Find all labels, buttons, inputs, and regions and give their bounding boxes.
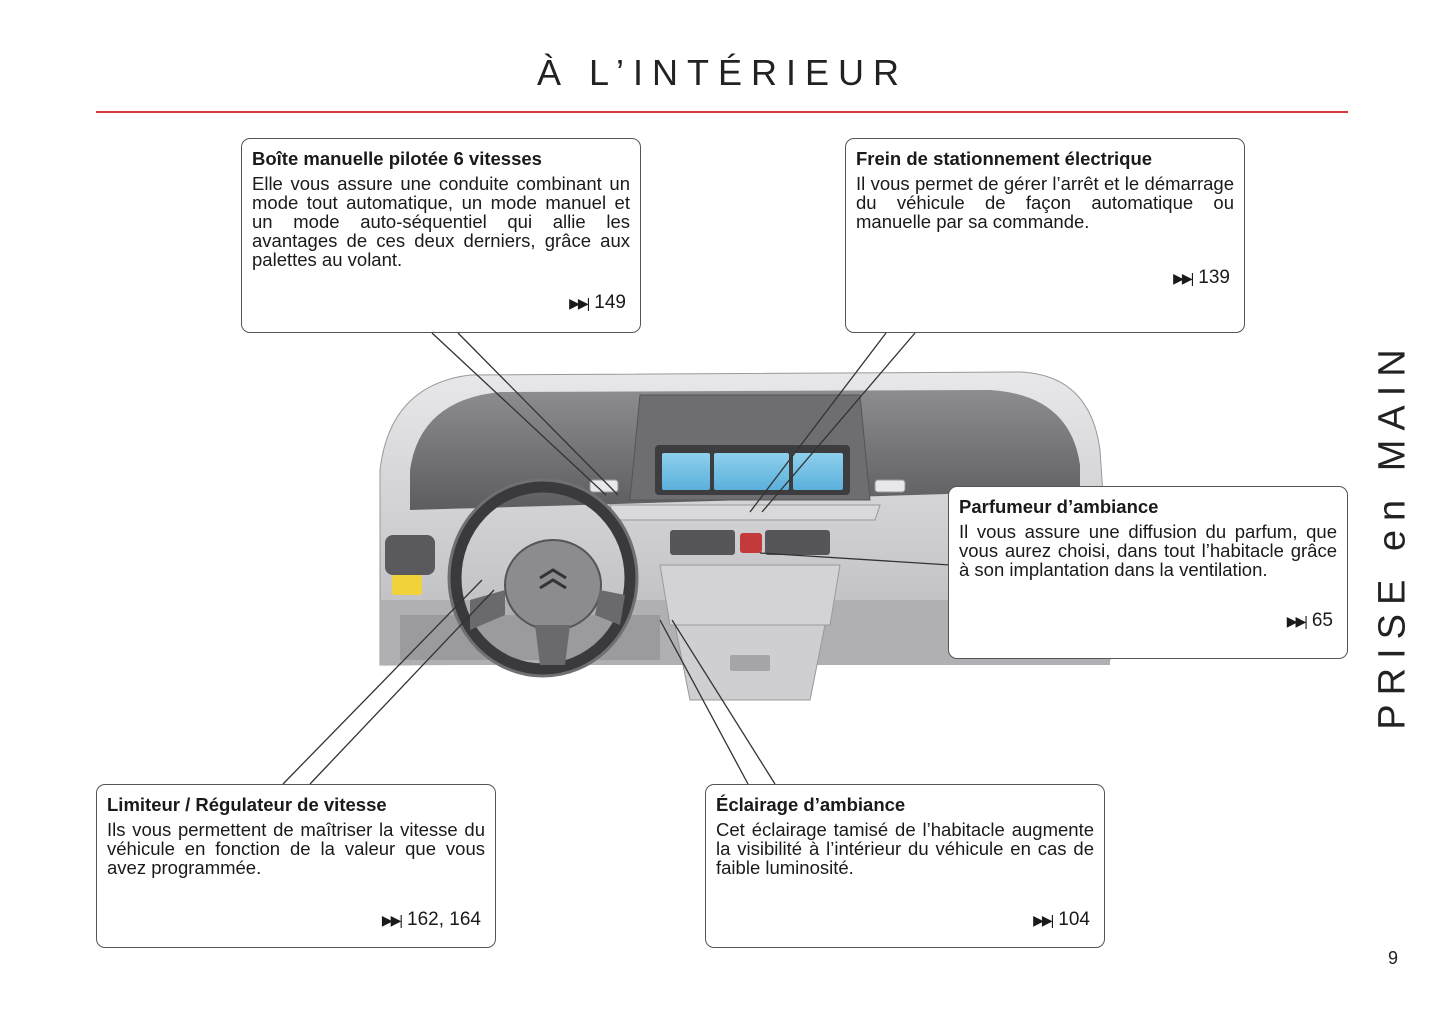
fast-forward-icon: ▶▶| — [381, 912, 403, 928]
callout-ambient-light: Éclairage d’ambiance Cet éclairage tamis… — [705, 784, 1105, 948]
fast-forward-icon: ▶▶| — [1173, 270, 1194, 286]
fast-forward-icon: ▶▶| — [569, 295, 590, 311]
callout-title: Parfumeur d’ambiance — [959, 496, 1159, 517]
page-title: À L’INTÉRIEUR — [536, 52, 909, 93]
section-tab-label: PRISE en MAIN — [1371, 340, 1414, 730]
callout-speed-limiter: Limiteur / Régulateur de vitesse Ils vou… — [96, 784, 496, 948]
fast-forward-icon: ▶▶| — [1033, 912, 1054, 928]
callout-text: Il vous permet de gérer l’arrêt et le dé… — [856, 173, 1234, 232]
page-number: 9 — [1388, 948, 1399, 968]
fast-forward-icon: ▶▶| — [1286, 613, 1308, 629]
page-reference[interactable]: ▶▶|149 — [569, 292, 626, 313]
callout-title: Boîte manuelle pilotée 6 vitesses — [252, 148, 542, 169]
page-reference[interactable]: ▶▶|104 — [1033, 909, 1090, 930]
callout-text: Il vous assure une diffusion du parfum, … — [959, 521, 1337, 580]
title-rule — [96, 111, 1348, 113]
page-reference[interactable]: ▶▶|162, 164 — [381, 909, 481, 930]
callout-fragrance: Parfumeur d’ambiance Il vous assure une … — [948, 486, 1348, 659]
page-reference[interactable]: ▶▶|139 — [1173, 267, 1230, 288]
callout-text: Ils vous permettent de maîtriser la vite… — [107, 819, 485, 878]
callout-text: Cet éclairage tamisé de l’habitacle augm… — [716, 819, 1094, 878]
callout-title: Limiteur / Régulateur de vitesse — [107, 794, 387, 815]
callout-title: Éclairage d’ambiance — [716, 794, 906, 815]
page-reference[interactable]: ▶▶|65 — [1286, 610, 1333, 631]
callout-title: Frein de stationnement électrique — [856, 148, 1153, 169]
callout-text: Elle vous assure une conduite combinant … — [252, 173, 630, 270]
callout-gearbox: Boîte manuelle pilotée 6 vitesses Elle v… — [241, 138, 641, 333]
callout-parking-brake: Frein de stationnement électrique Il vou… — [845, 138, 1245, 333]
